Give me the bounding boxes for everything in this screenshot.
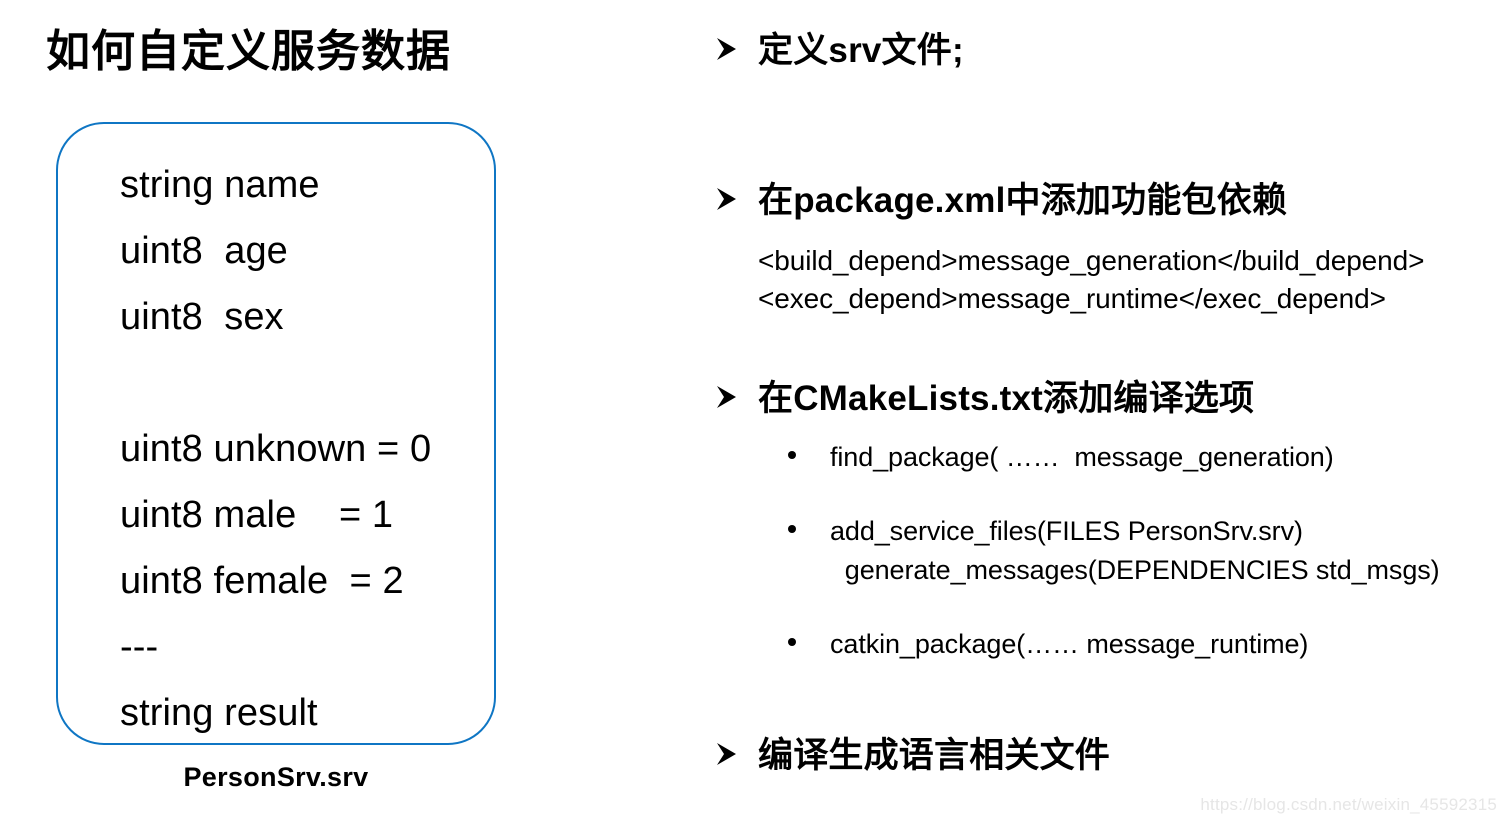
sub-item-text: add_service_files(FILES PersonSrv.srv) g… <box>830 516 1440 585</box>
code-line: uint8 male = 1 <box>120 494 394 536</box>
sub-item-catkin-package: catkin_package(…… message_runtime) <box>788 625 1308 664</box>
sub-item-text: find_package( …… message_generation) <box>830 442 1334 472</box>
page-title: 如何自定义服务数据 <box>46 27 451 76</box>
sub-item-text: catkin_package(…… message_runtime) <box>830 629 1309 659</box>
step-label: 在package.xml中添加功能包依赖 <box>758 181 1288 220</box>
dot-bullet-icon <box>788 513 830 547</box>
step-compile-generate: 编译生成语言相关文件 <box>712 735 1110 777</box>
build-depend-line: <build_depend>message_generation</build_… <box>758 245 1425 276</box>
dot-bullet-icon <box>788 439 830 473</box>
step-cmakelists: 在CMakeLists.txt添加编译选项 <box>712 378 1254 420</box>
code-line: uint8 sex <box>120 296 284 338</box>
arrow-bullet-icon <box>712 739 758 769</box>
code-line: string result <box>120 692 318 734</box>
srv-code-listing: string name uint8 age uint8 sex uint8 un… <box>120 152 484 746</box>
code-line: string name <box>120 164 320 206</box>
sub-item-find-package: find_package( …… message_generation) <box>788 438 1334 477</box>
code-line: uint8 unknown = 0 <box>120 428 432 470</box>
step-label: 在CMakeLists.txt添加编译选项 <box>758 379 1255 418</box>
watermark: https://blog.csdn.net/weixin_45592315 <box>1200 795 1497 814</box>
code-line-separator: --- <box>120 626 159 668</box>
left-column: 如何自定义服务数据 string name uint8 age uint8 se… <box>0 0 660 821</box>
srv-definition-box: string name uint8 age uint8 sex uint8 un… <box>56 122 496 745</box>
code-line: uint8 female = 2 <box>120 560 404 602</box>
arrow-bullet-icon <box>712 382 758 412</box>
exec-depend-line: <exec_depend>message_runtime</exec_depen… <box>758 283 1386 314</box>
step-define-srv-file: 定义srv文件; <box>712 30 964 72</box>
step-label: 定义srv文件; <box>758 31 964 70</box>
srv-file-caption: PersonSrv.srv <box>183 762 369 792</box>
sub-item-add-service-files: add_service_files(FILES PersonSrv.srv) g… <box>788 512 1440 590</box>
arrow-bullet-icon <box>712 34 758 64</box>
arrow-bullet-icon <box>712 184 758 214</box>
step-package-xml: 在package.xml中添加功能包依赖 <box>712 180 1287 222</box>
code-line: uint8 age <box>120 230 288 272</box>
code-line-blank <box>120 350 484 416</box>
right-column: 定义srv文件; 在package.xml中添加功能包依赖 <build_dep… <box>660 0 1505 821</box>
dot-bullet-icon <box>788 626 830 660</box>
step-label: 编译生成语言相关文件 <box>758 736 1111 775</box>
